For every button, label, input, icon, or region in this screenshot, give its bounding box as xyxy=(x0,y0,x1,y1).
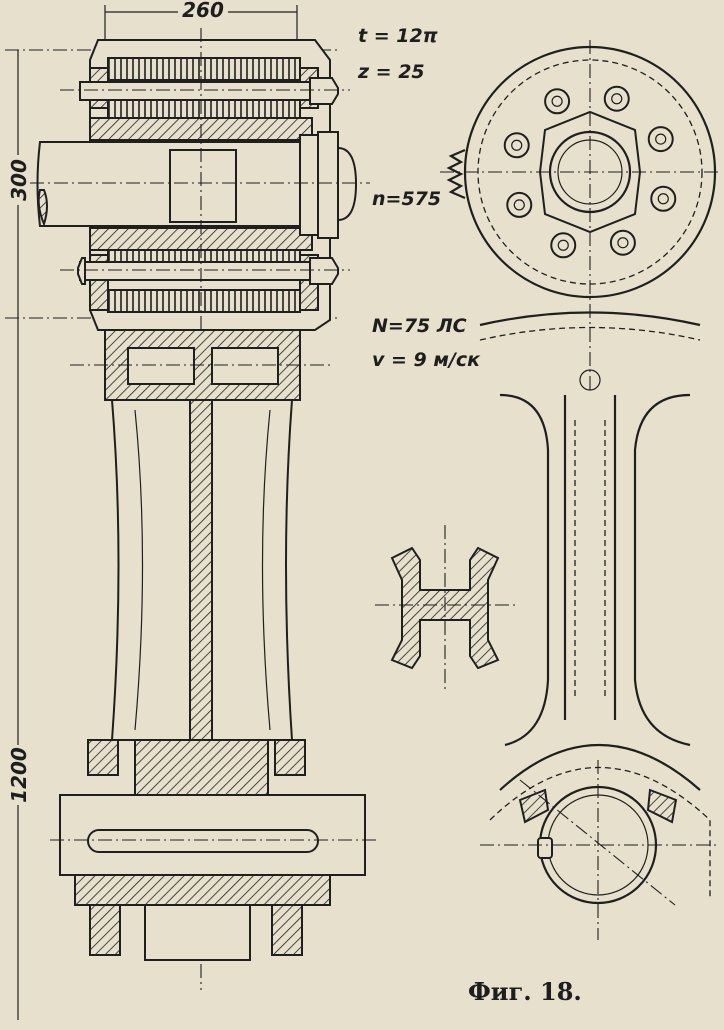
bolt-head xyxy=(503,132,530,159)
bolt-center xyxy=(513,199,525,211)
connecting-rod-front-view xyxy=(50,329,380,961)
bolt-head xyxy=(506,191,533,218)
dimension-260: 260 xyxy=(104,0,298,45)
dimension-vertical: 300 1200 xyxy=(4,49,340,1020)
h-cross-section xyxy=(375,525,515,690)
gear-end-view xyxy=(440,40,720,391)
figure-caption: Фиг. 18. xyxy=(468,977,582,1006)
pitch-label: t = 12π xyxy=(358,25,438,47)
bolt-heads xyxy=(503,85,677,259)
bolt-center xyxy=(655,133,667,145)
bolt-center xyxy=(657,193,669,205)
power-label: N=75 ЛС xyxy=(372,315,467,337)
bolt-head xyxy=(647,126,674,153)
bolt-head xyxy=(609,229,636,256)
bolt-head xyxy=(550,232,577,259)
gear-section-view xyxy=(30,28,370,990)
velocity-label: v = 9 м/ск xyxy=(372,349,481,371)
bolt-center xyxy=(611,93,623,105)
speed-label: n=575 xyxy=(372,188,441,210)
bolt-center xyxy=(551,95,563,107)
bolt-head xyxy=(650,185,677,212)
bolt-head xyxy=(544,88,571,115)
teeth-label: z = 25 xyxy=(357,61,425,83)
dimension-label-300: 300 xyxy=(7,159,31,201)
bolt-center xyxy=(617,237,629,249)
bolt-center xyxy=(511,139,523,151)
bolt-head xyxy=(603,85,630,112)
dimension-label-260: 260 xyxy=(182,0,224,22)
bolt-center xyxy=(557,239,569,251)
connecting-rod-side-view xyxy=(499,393,691,747)
big-end-view xyxy=(480,743,720,940)
dimension-label-1200: 1200 xyxy=(7,747,31,803)
